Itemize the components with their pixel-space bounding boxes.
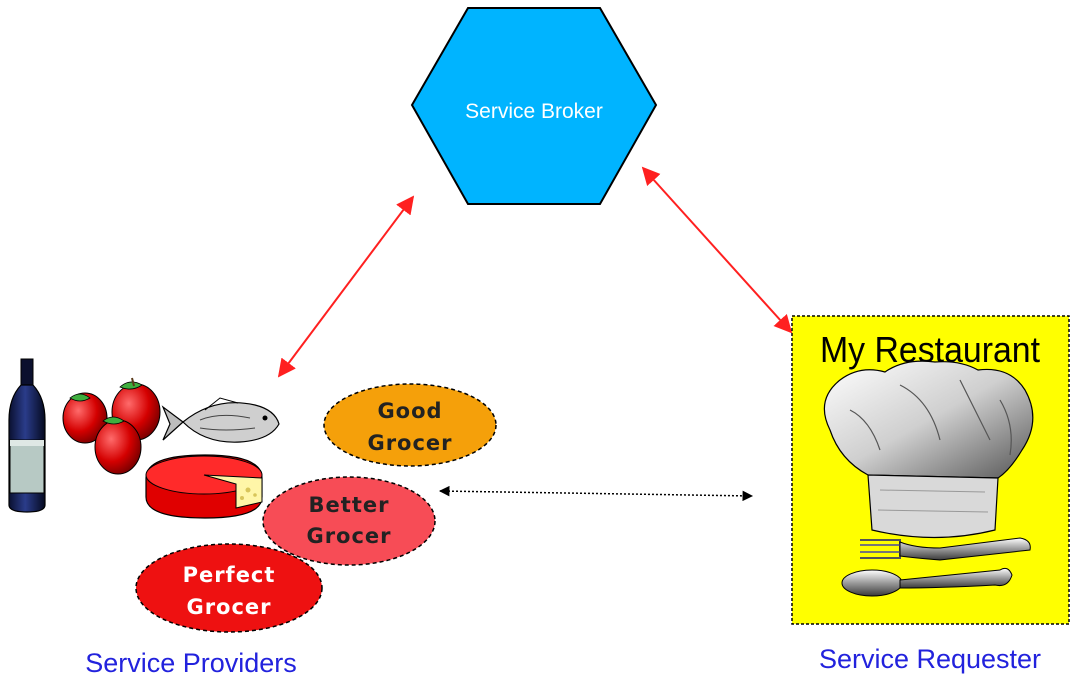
wine-bottle-icon — [8, 358, 46, 513]
broker-label: Service Broker — [465, 100, 603, 123]
grocer-better-line1: Better — [309, 493, 390, 517]
cheese-icon — [145, 454, 263, 519]
fish-icon — [161, 397, 280, 443]
requester-caption: Service Requester — [819, 644, 1041, 674]
grocer-good-line2: Grocer — [367, 431, 452, 455]
service-broker[interactable]: Service Broker — [410, 7, 658, 205]
grocer-good[interactable]: Good Grocer — [323, 383, 497, 467]
grocer-better[interactable]: Better Grocer — [262, 476, 436, 566]
fork-icon — [860, 537, 1031, 561]
publish-arrow — [277, 195, 415, 378]
grocer-better-line2: Grocer — [306, 524, 391, 548]
providers-caption: Service Providers — [85, 648, 297, 678]
restaurant-box[interactable]: My Restaurant — [791, 315, 1070, 625]
apples-icon — [62, 377, 161, 475]
grocer-good-line1: Good — [377, 399, 442, 423]
find-arrow — [641, 166, 793, 334]
grocer-perfect-line2: Grocer — [186, 595, 271, 619]
grocer-perfect-line1: Perfect — [183, 563, 276, 587]
groceries-clipart — [8, 358, 280, 519]
broker-hexagon — [410, 7, 658, 205]
grocer-perfect[interactable]: Perfect Grocer — [135, 543, 323, 633]
chef-hat-icon — [823, 360, 1034, 539]
bind-arrow — [438, 485, 754, 502]
spoon-icon — [841, 567, 1013, 597]
